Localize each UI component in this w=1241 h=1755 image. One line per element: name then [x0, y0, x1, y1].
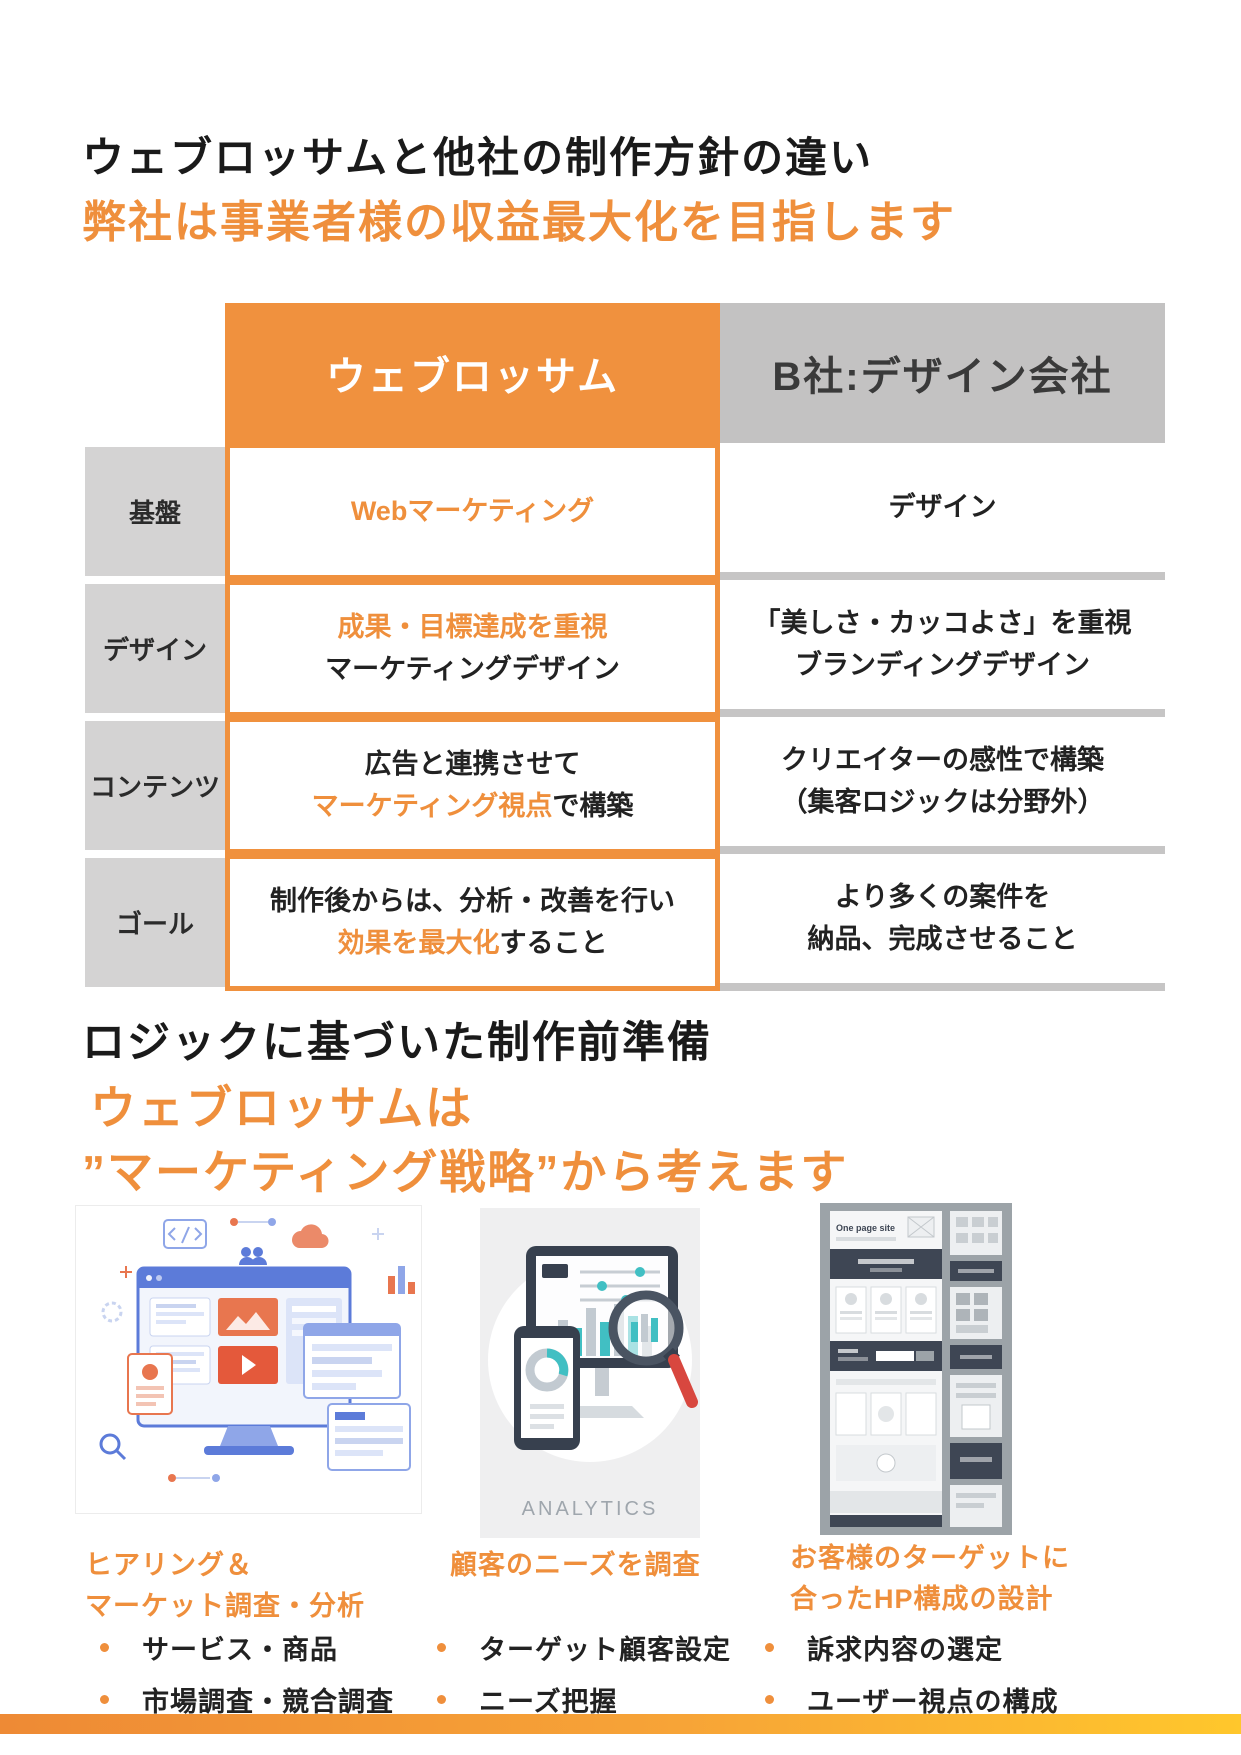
list-item: ユーザー視点の構成	[765, 1680, 1058, 1719]
magnifier-icon	[99, 1433, 127, 1461]
page-title: ウェブロッサムと他社の制作方針の違い	[82, 134, 874, 181]
step1-bullet-list: サービス・商品 市場調査・競合調査	[100, 1628, 394, 1719]
cell-line: より多くの案件を	[834, 881, 1051, 912]
cell-b-content: クリエイターの感性で構築 （集客ロジックは分野外）	[720, 717, 1165, 854]
cloud-icon	[291, 1224, 329, 1249]
cell-line: 成果・目標達成を重視	[337, 611, 608, 642]
list-item: 市場調査・競合調査	[100, 1680, 394, 1719]
caption-line: 顧客のニーズを調査	[450, 1550, 701, 1580]
profile-card-graphic	[127, 1353, 173, 1415]
list-item: ニーズ把握	[437, 1680, 731, 1719]
dots-line-decoration	[168, 1474, 220, 1482]
bullet-icon	[765, 1695, 774, 1704]
bullet-icon	[765, 1643, 774, 1652]
wireframe-main-page: One page site	[830, 1211, 942, 1527]
gear-icon	[101, 1301, 123, 1323]
step3-caption: お客様のターゲットに 合ったHP構成の設計	[790, 1538, 1070, 1619]
cell-b-goal: より多くの案件を 納品、完成させること	[720, 854, 1165, 991]
step3-bullet-list: 訴求内容の選定 ユーザー視点の構成	[765, 1628, 1058, 1719]
row-label-foundation: 基盤	[85, 447, 225, 576]
cell-line: ブランディングデザイン	[794, 649, 1091, 680]
smartphone-graphic	[514, 1326, 580, 1450]
caption-line: 合ったHP構成の設計	[790, 1583, 1054, 1614]
cell-web-design: 成果・目標達成を重視 マーケティングデザイン	[225, 580, 720, 717]
users-icon	[239, 1247, 267, 1265]
code-icon	[163, 1219, 207, 1249]
cell-web-foundation: Webマーケティング	[225, 443, 720, 580]
row-label-goal: ゴール	[85, 858, 225, 987]
cell-line: Webマーケティング	[350, 495, 595, 526]
network-icon	[230, 1218, 276, 1226]
bottom-accent-bar	[0, 1714, 1241, 1734]
caption-line: ヒアリング＆	[85, 1550, 253, 1580]
row-label-design: デザイン	[85, 584, 225, 713]
caption-line: マーケット調査・分析	[85, 1590, 365, 1621]
marketing-research-illustration	[75, 1205, 422, 1514]
cell-line: 「美しさ・カッコよさ」を重視	[753, 607, 1132, 638]
magnifier-icon	[608, 1290, 698, 1408]
wireframe-title: One page site	[836, 1223, 895, 1233]
cell-b-design: 「美しさ・カッコよさ」を重視 ブランディングデザイン	[720, 580, 1165, 717]
section2-title: ロジックに基づいた制作前準備	[82, 1019, 712, 1067]
plus-icon	[120, 1266, 132, 1278]
list-item: 訴求内容の選定	[765, 1628, 1058, 1667]
bullet-icon	[437, 1695, 446, 1704]
step1-caption: ヒアリング＆ マーケット調査・分析	[85, 1545, 365, 1626]
cell-line: 納品、完成させること	[807, 923, 1078, 954]
table-header-webblossom: ウェブロッサム	[225, 303, 720, 443]
cell-line: （集客ロジックは分野外）	[780, 786, 1105, 817]
step2-bullet-list: ターゲット顧客設定 ニーズ把握	[437, 1628, 731, 1719]
chart-icon	[388, 1266, 415, 1294]
cell-b-foundation: デザイン	[720, 443, 1165, 580]
cell-line: 広告と連携させて	[364, 748, 581, 779]
analytics-label: ANALYTICS	[522, 1498, 659, 1520]
cell-line: クリエイターの感性で構築	[781, 744, 1104, 775]
bullet-icon	[437, 1643, 446, 1652]
cell-line: マーケティング視点で構築	[311, 790, 634, 821]
section2-lead-line1: ウェブロッサムは	[90, 1082, 474, 1134]
cell-line: デザイン	[888, 491, 997, 522]
bullet-icon	[100, 1695, 109, 1704]
list-item: ターゲット顧客設定	[437, 1628, 731, 1667]
analytics-illustration: ANALYTICS	[480, 1208, 700, 1538]
step2-caption: 顧客のニーズを調査	[450, 1545, 701, 1586]
wireframe-side-tiles	[950, 1211, 1002, 1527]
cell-line: 制作後からは、分析・改善を行い	[270, 885, 675, 916]
list-item: サービス・商品	[100, 1628, 394, 1667]
cell-line: マーケティングデザイン	[325, 653, 620, 684]
page-subtitle: 弊社は事業者様の収益最大化を目指します	[82, 198, 956, 247]
plus-icon	[372, 1228, 384, 1240]
browser-window-graphic	[303, 1323, 401, 1399]
section2-lead-line2: ”マーケティング戦略”から考えます	[82, 1146, 849, 1198]
bullet-icon	[100, 1643, 109, 1652]
cell-web-content: 広告と連携させて マーケティング視点で構築	[225, 717, 720, 854]
row-label-content: コンテンツ	[85, 721, 225, 850]
comparison-table: ウェブロッサム B社:デザイン会社 基盤 Webマーケティング デザイン デザイ…	[85, 303, 1165, 991]
caption-line: お客様のターゲットに	[790, 1543, 1070, 1573]
list-window-graphic	[327, 1403, 411, 1471]
cell-web-goal: 制作後からは、分析・改善を行い 効果を最大化すること	[225, 854, 720, 991]
table-header-company-b: B社:デザイン会社	[720, 303, 1165, 443]
wireframe-illustration: One page site	[820, 1203, 1012, 1535]
cell-line: 効果を最大化すること	[337, 927, 608, 958]
